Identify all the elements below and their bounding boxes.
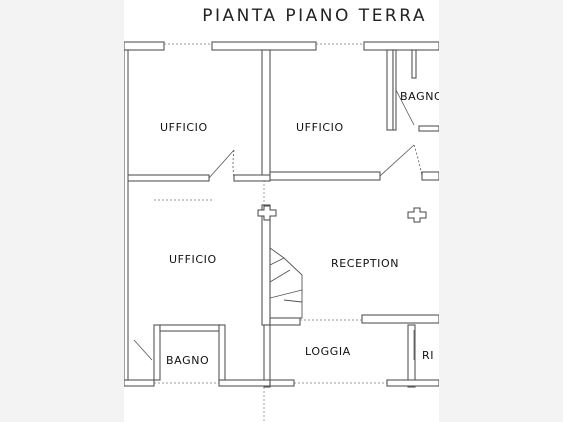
room-label-ufficio: UFFICIO xyxy=(169,253,217,266)
wall-segment xyxy=(159,324,221,332)
door-swing xyxy=(133,339,153,361)
room-label-loggia: LOGGIA xyxy=(305,345,351,358)
wall-segment xyxy=(386,49,394,131)
wall-segment xyxy=(392,49,397,131)
pillar-icon xyxy=(407,207,427,223)
wall-segment xyxy=(418,125,439,132)
wall-segment xyxy=(269,317,301,326)
room-label-bagno: BAGNO xyxy=(166,354,210,367)
stair-outline xyxy=(269,247,303,319)
stair-step xyxy=(283,299,303,303)
plan-title: PIANTA PIANO TERRA xyxy=(202,6,427,26)
wall-segment xyxy=(261,204,271,326)
wall-segment xyxy=(211,41,317,51)
wall-segment xyxy=(218,324,226,381)
wall-segment xyxy=(124,379,155,387)
room-label-bagno: BAGNO xyxy=(400,90,439,103)
staircase xyxy=(269,247,303,319)
wall-segment xyxy=(363,41,439,51)
room-label-reception: RECEPTION xyxy=(331,257,400,270)
wall-segment xyxy=(269,171,381,181)
room-label-ripostiglio: RI xyxy=(422,349,435,362)
wall-segment xyxy=(124,49,129,381)
pillar-icon xyxy=(257,205,277,221)
floor-plan-sheet: PIANTA PIANO TERRA xyxy=(124,0,439,422)
wall-segment xyxy=(124,41,165,51)
left-margin xyxy=(0,0,124,422)
door-swing xyxy=(208,149,235,179)
wall-segment xyxy=(386,379,439,387)
wall-segment xyxy=(263,324,271,388)
door-arc xyxy=(413,144,423,177)
wall-segment xyxy=(407,324,416,388)
stair-step xyxy=(269,289,303,299)
wall-segment xyxy=(233,174,271,182)
right-margin xyxy=(439,0,563,422)
wall-segment xyxy=(124,174,210,182)
stair-step xyxy=(269,269,291,283)
wall-segment xyxy=(411,49,417,79)
room-label-ufficio: UFFICIO xyxy=(160,121,208,134)
wall-segment xyxy=(153,324,161,381)
wall-segment xyxy=(261,49,271,179)
stair-step xyxy=(269,257,285,266)
room-label-ufficio: UFFICIO xyxy=(296,121,344,134)
wall-segment xyxy=(361,314,439,324)
door-swing xyxy=(395,89,415,126)
door-arc xyxy=(232,149,235,179)
wall-segment xyxy=(218,379,271,387)
floor-plan-drawing xyxy=(124,41,439,422)
wall-segment xyxy=(269,379,295,387)
door-swing xyxy=(379,144,415,177)
wall-segment xyxy=(421,171,439,181)
